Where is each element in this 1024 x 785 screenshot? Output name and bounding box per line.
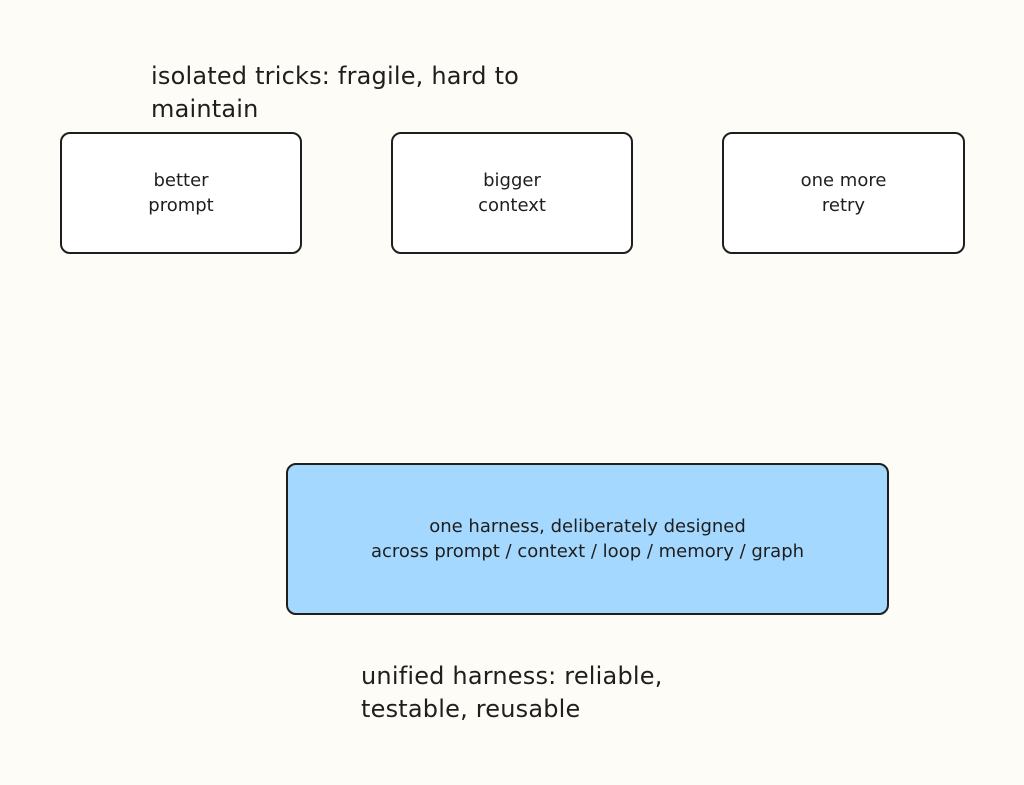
- unified-harness-box: one harness, deliberately designed acros…: [286, 463, 889, 615]
- bigger-context-box: bigger context: [391, 132, 633, 254]
- unified-harness-label: one harness, deliberately designed acros…: [370, 516, 805, 562]
- unified-harness-caption: unified harness: reliable, testable, reu…: [361, 662, 663, 723]
- one-more-retry-box: one more retry: [722, 132, 965, 254]
- better-prompt-box: better prompt: [60, 132, 302, 254]
- isolated-tricks-caption: isolated tricks: fragile, hard to mainta…: [151, 62, 520, 123]
- better-prompt-label: better prompt: [148, 170, 214, 216]
- bigger-context-label: bigger context: [478, 170, 546, 216]
- one-more-retry-label: one more retry: [800, 170, 887, 216]
